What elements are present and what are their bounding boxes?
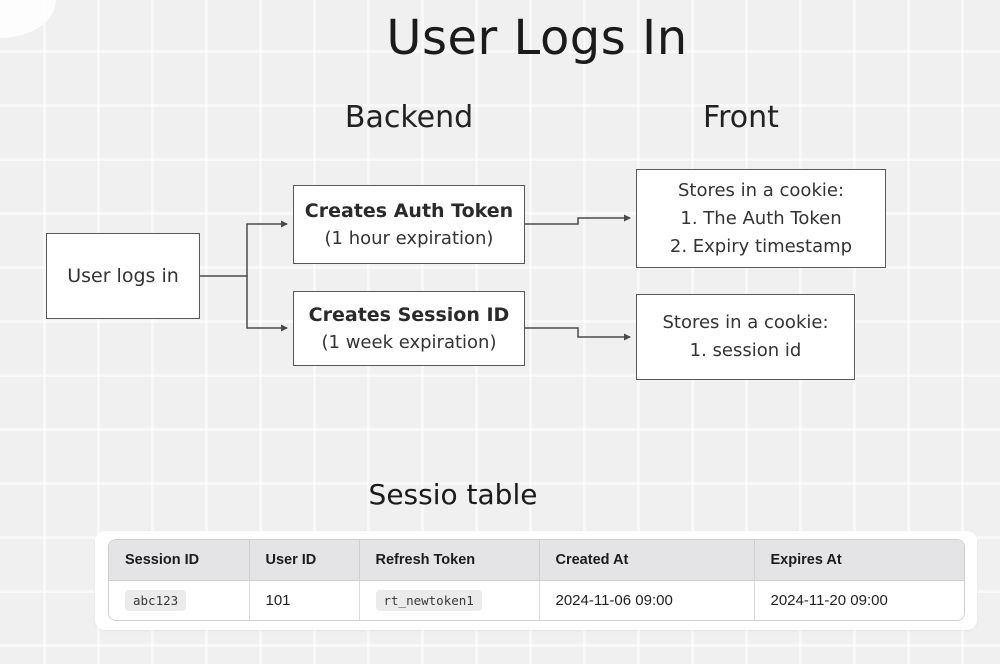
connector-authtoken-cookie[interactable] <box>525 214 631 225</box>
lane-label-backend: Backend <box>344 100 474 135</box>
node-text-line: Creates Session ID <box>308 303 510 326</box>
column-header-user-id: User ID <box>249 540 360 581</box>
node-text-line: 2. Expiry timestamp <box>669 235 853 257</box>
node-user-logs-in[interactable]: User logs in <box>46 233 200 319</box>
cell-user-id: 101 <box>249 580 360 620</box>
node-creates-auth-token[interactable]: Creates Auth Token (1 hour expiration) <box>293 185 525 264</box>
node-text-line: (1 week expiration) <box>321 331 497 353</box>
node-text-line: Stores in a cookie: <box>662 312 829 333</box>
node-text-line: Stores in a cookie: <box>677 179 845 201</box>
column-header-session-id: Session ID <box>109 540 250 581</box>
connector-userlogsin-authtoken[interactable] <box>200 220 288 277</box>
connector-sessionid-cookie[interactable] <box>525 327 631 341</box>
table-header-row: Session ID User ID Refresh Token Created… <box>109 540 964 581</box>
node-text-line: 1. The Auth Token <box>680 207 842 229</box>
code-pill: rt_newtoken1 <box>375 589 482 611</box>
node-stores-cookie-auth[interactable]: Stores in a cookie: 1. The Auth Token 2.… <box>636 169 886 268</box>
column-header-expires-at: Expires At <box>754 540 964 581</box>
cell-created-at: 2024-11-06 09:00 <box>539 580 755 620</box>
node-text-line: User logs in <box>67 265 179 287</box>
code-pill: abc123 <box>125 589 187 611</box>
session-table: Session ID User ID Refresh Token Created… <box>108 539 965 621</box>
cell-expires-at: 2024-11-20 09:00 <box>754 580 964 620</box>
canvas-corner-highlight <box>0 0 56 38</box>
table-row: abc123 101 rt_newtoken1 2024-11-06 09:00… <box>109 580 964 620</box>
connector-userlogsin-sessionid[interactable] <box>246 276 288 332</box>
node-stores-cookie-session[interactable]: Stores in a cookie: 1. session id <box>636 294 855 380</box>
node-creates-session-id[interactable]: Creates Session ID (1 week expiration) <box>293 291 525 366</box>
session-table-heading: Sessio table <box>368 478 538 511</box>
node-text-line: 1. session id <box>689 340 802 361</box>
node-text-line: (1 hour expiration) <box>324 227 494 249</box>
lane-label-front: Front <box>703 100 779 135</box>
cell-session-id: abc123 <box>109 580 250 620</box>
diagram-title: User Logs In <box>386 10 688 66</box>
node-text-line: Creates Auth Token <box>304 199 514 222</box>
column-header-created-at: Created At <box>539 540 755 581</box>
column-header-refresh-token: Refresh Token <box>359 540 540 581</box>
session-table-panel: Session ID User ID Refresh Token Created… <box>95 531 977 630</box>
cell-refresh-token: rt_newtoken1 <box>359 580 540 620</box>
